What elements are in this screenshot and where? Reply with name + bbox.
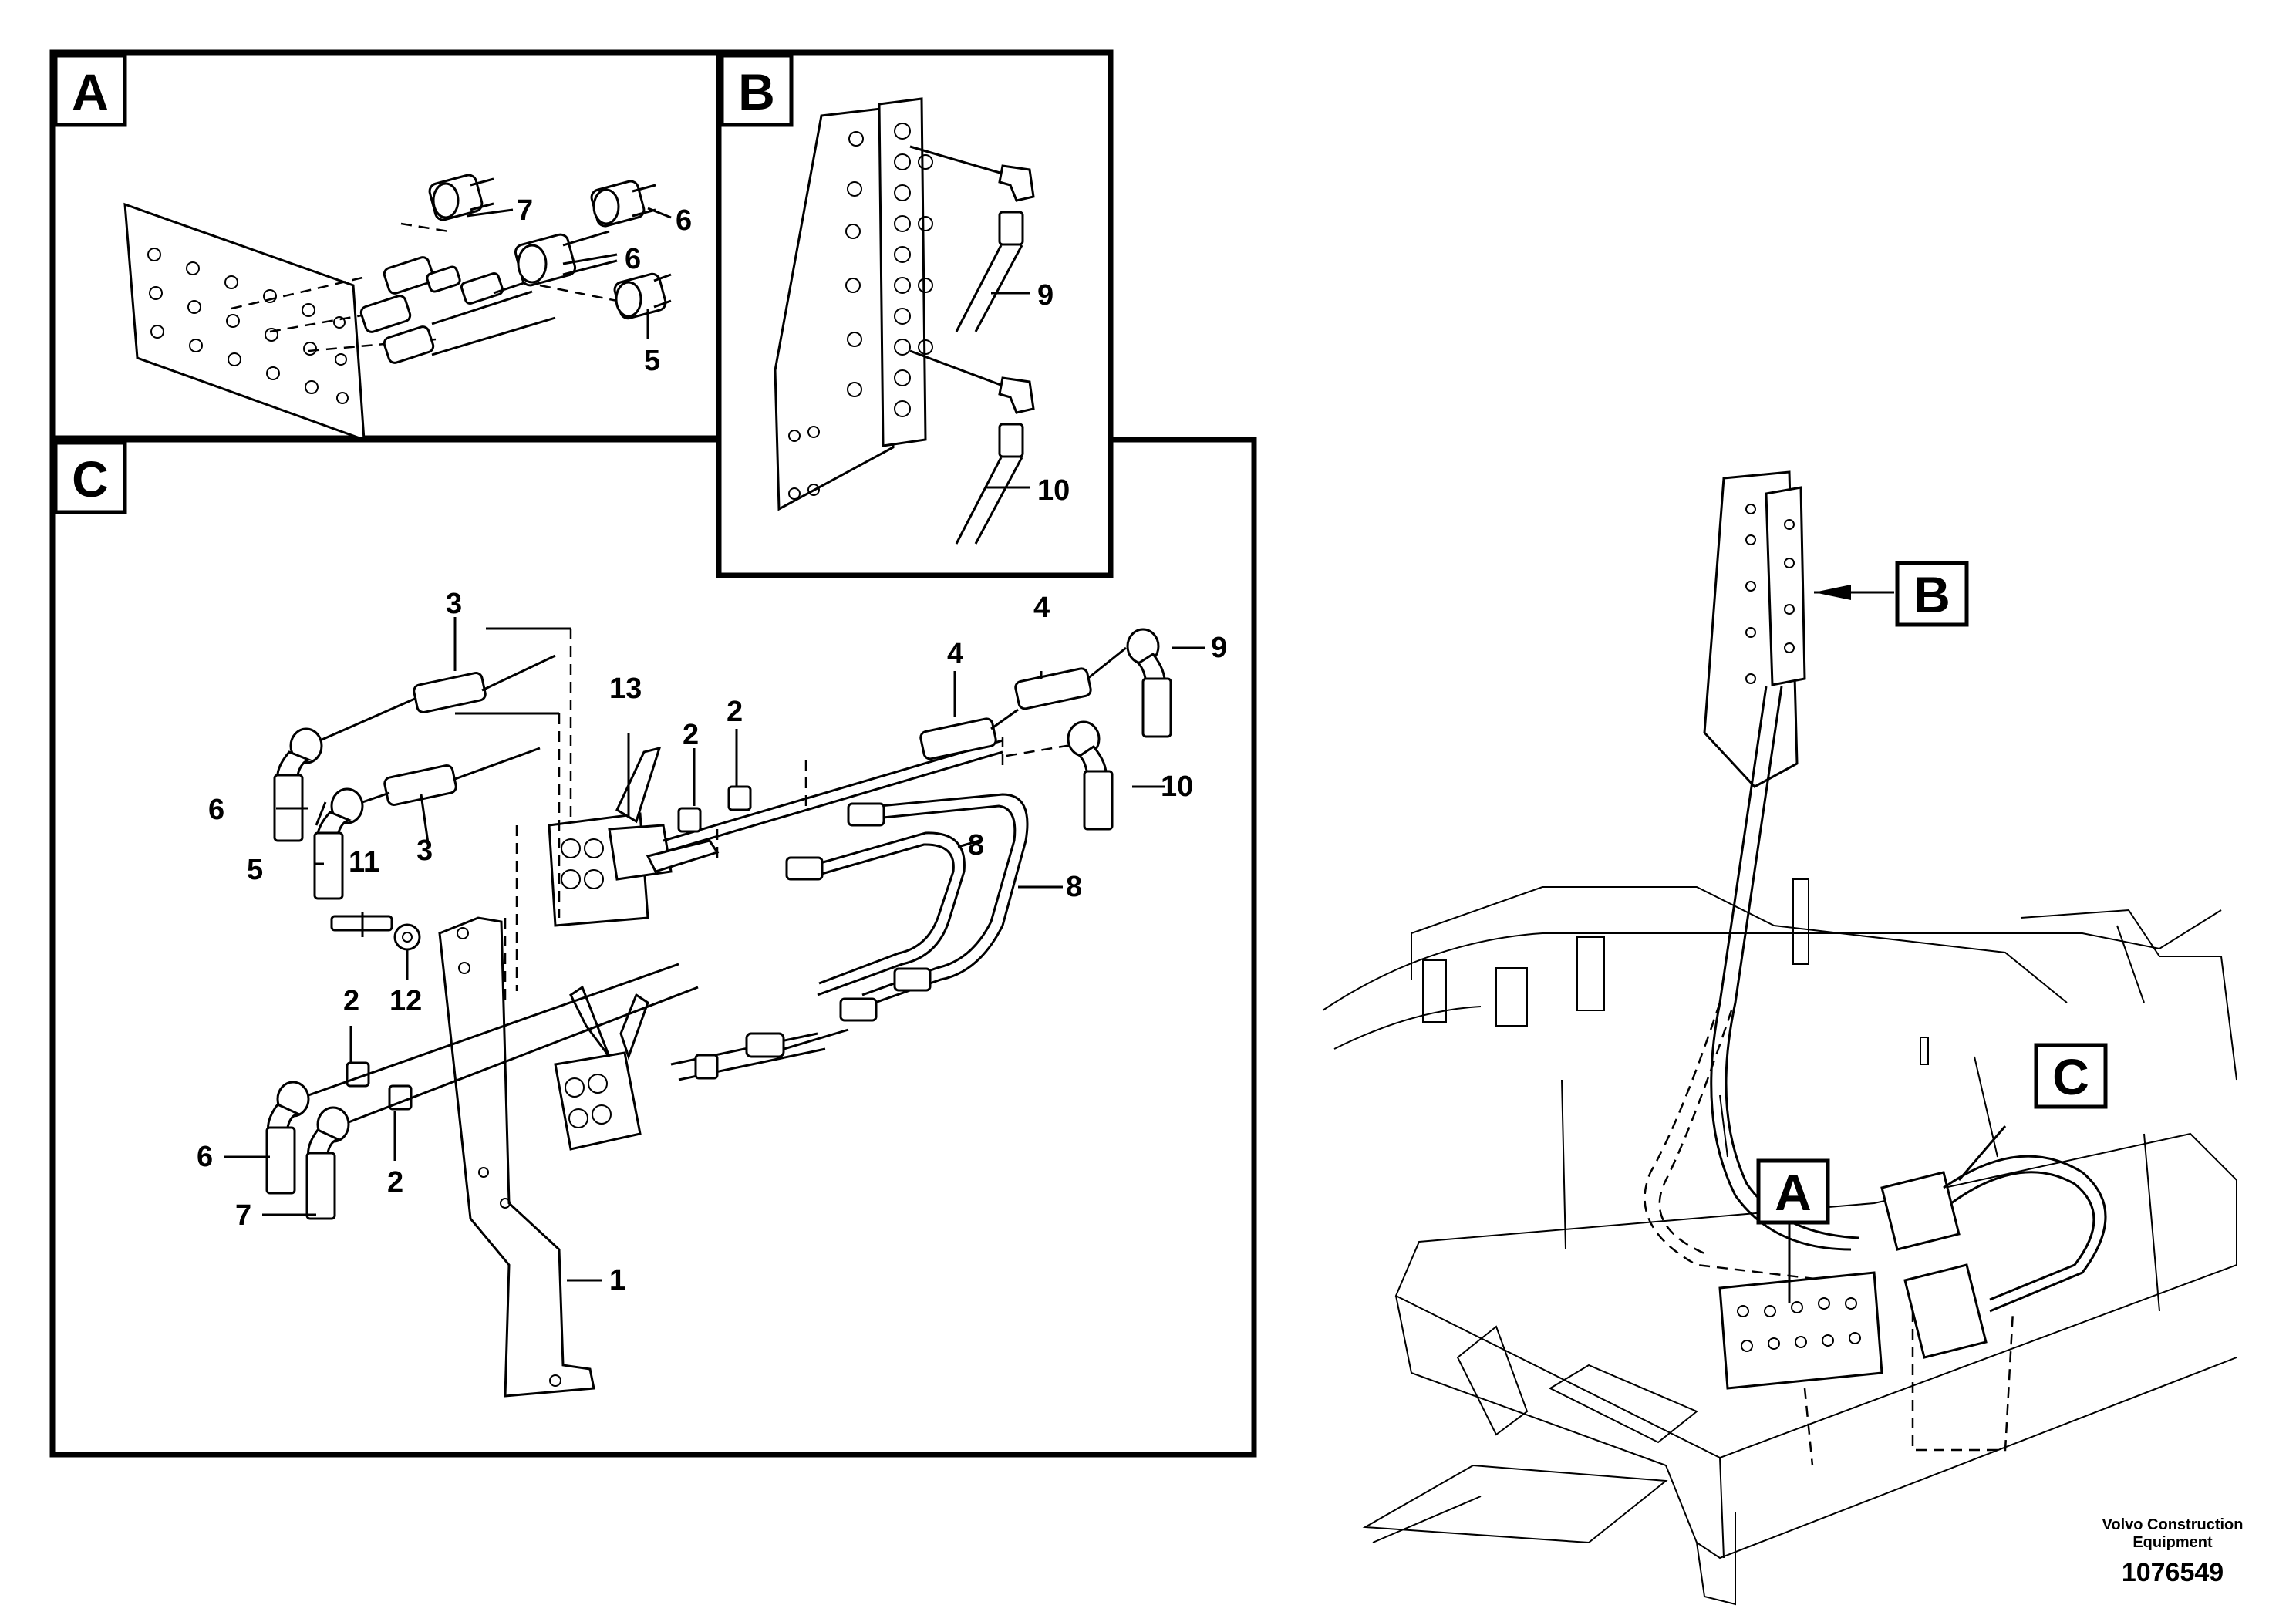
brand-line-2: Equipment (2132, 1534, 2213, 1551)
overview-callout-a-box (1756, 1158, 1830, 1225)
panel-c-frame (49, 437, 1257, 1458)
panel-c-label-2-a: 2 (683, 719, 699, 751)
panel-c-label-2-b: 2 (727, 696, 743, 728)
panel-c: C (49, 437, 1257, 1458)
panel-c-upper-valve (548, 746, 720, 927)
panel-c-label-5: 5 (247, 854, 263, 886)
panel-c-tag: C (72, 450, 109, 508)
panel-c-label-2-bottom: 2 (387, 1166, 403, 1199)
panel-c-label-7: 7 (235, 1199, 251, 1232)
panel-c-label-9: 9 (1211, 632, 1227, 664)
panel-c-label-11: 11 (349, 846, 379, 878)
panel-c-lower-valve (554, 985, 649, 1151)
panel-c-label-12: 12 (389, 985, 422, 1017)
panel-c-hose-inner (817, 831, 966, 996)
panel-c-bracket (438, 916, 595, 1398)
panel-c-label-6-top: 6 (208, 794, 224, 826)
document-number: 1076549 (2122, 1558, 2224, 1587)
panel-a-tag-box (53, 53, 127, 127)
panel-c-label-1: 1 (609, 1264, 625, 1297)
panel-c-label-3-top: 3 (446, 588, 462, 620)
panel-c-label-2-low: 2 (343, 985, 359, 1017)
panel-c-label-8-outer: 8 (1066, 871, 1082, 903)
panel-c-label-13: 13 (609, 673, 642, 705)
panel-c-hose-outer (863, 793, 1029, 1008)
overview-callout-a: A (1775, 1164, 1812, 1221)
overview-callout-b-box (1895, 561, 1969, 627)
panel-b-bracket (774, 106, 895, 511)
panel-b-label-10: 10 (1037, 474, 1070, 507)
panel-a-label-6-top: 6 (676, 204, 692, 237)
panel-a-tag: A (72, 63, 109, 120)
panel-b-manifold (878, 97, 927, 447)
panel-c-label-4-right: 4 (1033, 592, 1050, 624)
panel-b-label-9: 9 (1037, 279, 1054, 312)
overview-callout-b: B (1913, 566, 1950, 623)
brand-line-1: Volvo Construction (2102, 1516, 2244, 1533)
panel-a-fittings (231, 174, 672, 364)
panel-c-label-10: 10 (1161, 771, 1193, 803)
panel-b-tag: B (738, 63, 775, 120)
panel-a: A (49, 49, 723, 442)
panel-a-label-5: 5 (644, 345, 660, 377)
panel-c-label-3-mid: 3 (416, 835, 433, 867)
overview-callout-c-box (2034, 1043, 2108, 1109)
panel-c-tag-box (53, 440, 127, 514)
panel-a-label-7: 7 (517, 194, 533, 227)
machine-overview (1322, 470, 2237, 1606)
panel-b-tag-box (720, 53, 794, 127)
panel-c-label-6-low: 6 (197, 1141, 213, 1173)
panel-b: B 9 10 (716, 49, 1114, 578)
panel-c-label-8-inner: 8 (968, 829, 984, 862)
panel-a-label-6-mid: 6 (625, 243, 641, 275)
panel-c-label-4-left: 4 (947, 638, 963, 670)
overview-callout-c: C (2052, 1048, 2089, 1105)
